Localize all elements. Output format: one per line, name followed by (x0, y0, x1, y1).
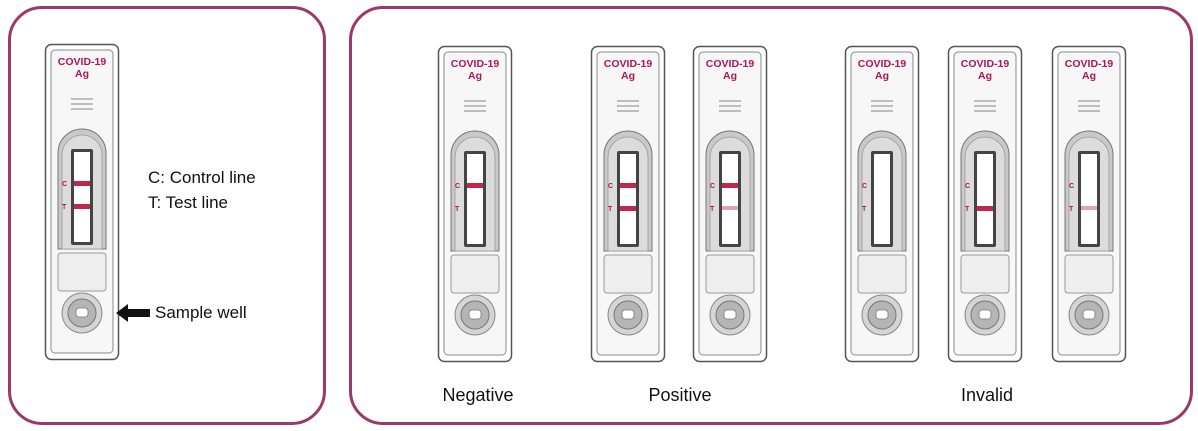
cassette-title-line1: COVID-19 (1051, 58, 1127, 70)
invalid-label: Invalid (927, 385, 1047, 406)
control-letter: C (710, 183, 715, 191)
cassette-title-line1: COVID-19 (590, 58, 666, 70)
cassette-title-line2: Ag (590, 70, 666, 82)
cassette-drawing (590, 45, 666, 363)
cassette-drawing (44, 43, 120, 361)
sample-well-label: Sample well (155, 303, 247, 323)
cassette-title-line2: Ag (692, 70, 768, 82)
test-line (620, 206, 636, 211)
negative-label: Negative (418, 385, 538, 406)
cassette-title-line2: Ag (844, 70, 920, 82)
test-line (74, 204, 90, 209)
cassette-title-line1: COVID-19 (437, 58, 513, 70)
test-letter: T (62, 204, 66, 212)
control-letter: C (862, 183, 867, 191)
control-letter: C (62, 181, 67, 189)
test-letter: T (965, 206, 969, 214)
control-letter: C (1069, 183, 1074, 191)
cassette-drawing (1051, 45, 1127, 363)
cassette-drawing (437, 45, 513, 363)
cassette-title-line2: Ag (1051, 70, 1127, 82)
left-arrow-icon (116, 304, 150, 322)
control-letter: C (608, 183, 613, 191)
control-line (722, 183, 738, 188)
test-line (722, 206, 738, 210)
positive-label: Positive (620, 385, 740, 406)
cassette-title-line1: COVID-19 (947, 58, 1023, 70)
control-line (74, 181, 90, 186)
cassette-title-line1: COVID-19 (44, 56, 120, 68)
test-letter: T (608, 206, 612, 214)
test-letter: T (455, 206, 459, 214)
cassette-drawing (844, 45, 920, 363)
test-letter: T (1069, 206, 1073, 214)
cassette-title-line1: COVID-19 (692, 58, 768, 70)
test-line-legend: T: Test line (148, 193, 228, 213)
test-line (977, 206, 993, 211)
control-line-legend: C: Control line (148, 168, 256, 188)
control-line (467, 183, 483, 188)
test-letter: T (862, 206, 866, 214)
control-line (620, 183, 636, 188)
cassette-drawing (692, 45, 768, 363)
test-line (1081, 206, 1097, 210)
cassette-title-line2: Ag (947, 70, 1023, 82)
cassette-drawing (947, 45, 1023, 363)
test-letter: T (710, 206, 714, 214)
control-letter: C (455, 183, 460, 191)
cassette-title-line2: Ag (437, 70, 513, 82)
control-letter: C (965, 183, 970, 191)
cassette-title-line2: Ag (44, 68, 120, 80)
cassette-title-line1: COVID-19 (844, 58, 920, 70)
